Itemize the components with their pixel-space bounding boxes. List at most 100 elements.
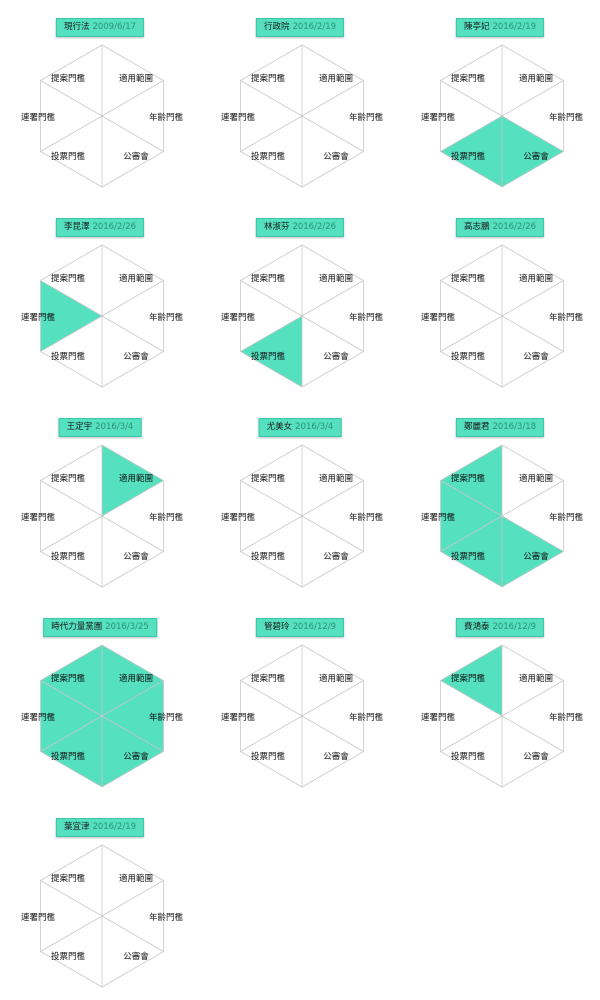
radar-axis-label: 連署門檻	[421, 712, 456, 723]
radar-axis-label: 連署門檻	[21, 312, 56, 323]
radar-spoke	[40, 515, 103, 552]
radar-spoke	[501, 80, 564, 117]
chart-title-name: 王定宇	[66, 422, 93, 432]
radar-spoke	[40, 280, 103, 317]
radar-spoke	[301, 515, 364, 552]
radar-spoke	[240, 280, 303, 317]
radar-axis-label: 公審會	[323, 551, 349, 562]
radar-spoke	[101, 880, 164, 917]
radar-spoke	[240, 315, 303, 352]
radar-axis-label: 提案門檻	[51, 473, 86, 484]
radar-axis-label: 投票門檻	[451, 551, 486, 562]
chart-title-name: 高志鵬	[463, 222, 490, 232]
radar-spoke	[40, 680, 103, 717]
chart-title-date: 2016/2/26	[492, 222, 537, 232]
radar-axis-label: 年齡門檻	[549, 112, 584, 123]
chart-title-name: 陳亭妃	[463, 22, 490, 32]
radar-spoke	[40, 880, 103, 917]
radar-spoke	[101, 680, 164, 717]
radar-axis-label: 提案門檻	[451, 673, 486, 684]
radar-axis-label: 投票門檻	[51, 151, 86, 162]
radar-spoke	[301, 80, 364, 117]
radar-axis-label: 公審會	[523, 151, 549, 162]
radar-spoke	[101, 315, 164, 352]
chart-title-name: 時代力量黨團	[51, 622, 103, 632]
radar-spoke	[240, 715, 303, 752]
radar-axis-label: 年齡門檻	[349, 112, 384, 123]
radar-spoke	[301, 315, 364, 352]
radar-axis-label: 連署門檻	[221, 112, 256, 123]
radar-axis-label: 投票門檻	[51, 751, 86, 762]
radar-spoke	[501, 315, 564, 352]
radar-axis-label: 連署門檻	[21, 112, 56, 123]
radar-axis-label: 年齡門檻	[149, 912, 184, 923]
radar-axis-label: 連署門檻	[421, 312, 456, 323]
radar-axis-label: 連署門檻	[421, 512, 456, 523]
chart-title-name: 鄭麗君	[463, 422, 490, 432]
radar-value-area	[102, 445, 164, 587]
radar-axis-label: 年齡門檻	[149, 712, 184, 723]
radar-axis-label: 提案門檻	[451, 473, 486, 484]
radar-axis-label: 投票門檻	[451, 751, 486, 762]
radar-spoke	[40, 915, 103, 952]
radar-axis-label: 連署門檻	[221, 312, 256, 323]
radar-axis-label: 公審會	[323, 151, 349, 162]
radar-axis-label: 連署門檻	[221, 712, 256, 723]
radar-axis-label: 投票門檻	[51, 951, 86, 962]
radar-spoke	[501, 480, 564, 517]
radar-spoke	[440, 280, 503, 317]
radar-spoke	[501, 280, 564, 317]
radar-spoke	[40, 115, 103, 152]
radar-axis-label: 連署門檻	[421, 112, 456, 123]
radar-spoke	[240, 80, 303, 117]
radar-axis-label: 適用範圍	[119, 673, 153, 684]
chart-title-date: 2016/12/9	[292, 622, 337, 632]
radar-spoke	[101, 280, 164, 317]
chart-title-name: 費鴻泰	[463, 622, 490, 632]
chart-title-date: 2016/3/4	[295, 422, 334, 432]
radar-spoke	[440, 680, 503, 717]
radar-axis-label: 投票門檻	[51, 351, 86, 362]
radar-spoke	[240, 515, 303, 552]
radar-axis-label: 適用範圍	[519, 673, 553, 684]
radar-axis-label: 投票門檻	[451, 351, 486, 362]
radar-axis-label: 年齡門檻	[149, 312, 184, 323]
radar-axis-label: 提案門檻	[451, 273, 486, 284]
radar-spoke	[101, 715, 164, 752]
radar-axis-label: 提案門檻	[51, 673, 86, 684]
chart-title-name: 李昆澤	[63, 222, 90, 232]
radar-spoke	[40, 315, 103, 352]
radar-spoke	[101, 915, 164, 952]
radar-spoke	[440, 715, 503, 752]
radar-axis-label: 連署門檻	[21, 912, 56, 923]
radar-axis-label: 年齡門檻	[349, 712, 384, 723]
radar-spoke	[40, 480, 103, 517]
radar-axis-label: 提案門檻	[51, 273, 86, 284]
radar-axis-label: 年齡門檻	[549, 512, 584, 523]
chart-title-name: 尤美女	[266, 422, 293, 432]
radar-axis-label: 投票門檻	[451, 151, 486, 162]
radar-spoke	[440, 515, 503, 552]
radar-spoke	[301, 115, 364, 152]
radar-axis-label: 適用範圍	[519, 73, 553, 84]
chart-title-date: 2016/2/19	[92, 822, 137, 832]
radar-axis-label: 連署門檻	[21, 512, 56, 523]
radar-axis-label: 年齡門檻	[349, 512, 384, 523]
radar-spoke	[101, 515, 164, 552]
radar-spoke	[240, 115, 303, 152]
radar-axis-label: 公審會	[523, 751, 549, 762]
radar-spoke	[440, 480, 503, 517]
